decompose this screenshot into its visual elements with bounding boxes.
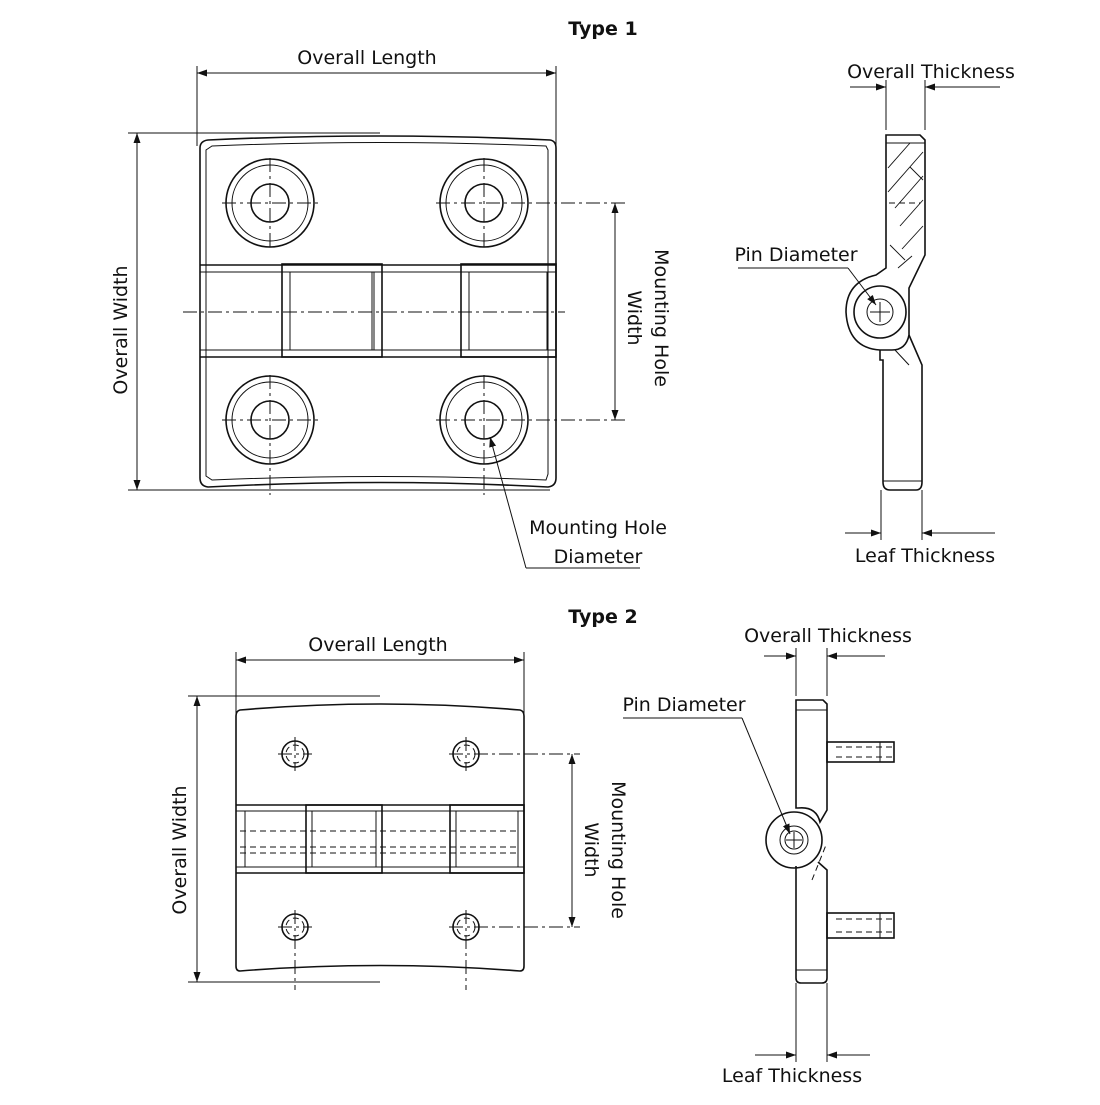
type1-mounting-hole-width-label-line2: Width [623,290,645,345]
type1-hole-bottom-left [222,375,318,495]
type1-mounting-hole-width-label-line1: Mounting Hole [650,249,672,387]
type1-overall-thickness-dimension: Overall Thickness [847,61,1015,130]
type1-mounting-hole-diameter-leader: Mounting Hole Diameter [489,436,667,569]
type1-hole-bottom-right [436,375,625,495]
type1-overall-length-label: Overall Length [297,47,436,69]
type2-mounting-hole-width-dimension: Mounting Hole Width [568,754,629,927]
type2-overall-length-label: Overall Length [308,634,447,656]
type2-hole-bottom-left [278,910,312,990]
type1-overall-length-dimension: Overall Length [196,47,557,146]
type2-pin-diameter-label: Pin Diameter [622,694,745,716]
type2-overall-thickness-label: Overall Thickness [744,625,912,647]
type2-title: Type 2 [568,606,637,628]
type1-title: Type 1 [568,18,637,40]
type1-hole-top-left [222,158,318,248]
type2-hole-bottom-right [449,910,580,990]
type2-side-view [765,699,895,984]
type1-pin-diameter-leader: Pin Diameter [734,244,877,306]
type2-front-view [235,703,580,990]
type1-mounting-hole-width-dimension: Mounting Hole Width [611,203,672,420]
type2-overall-length-dimension: Overall Length [235,634,525,716]
type1-mounting-hole-diameter-label-line2: Diameter [554,546,643,568]
type1-mounting-hole-diameter-label-line1: Mounting Hole [529,517,667,539]
type1-pin-diameter-label: Pin Diameter [734,244,857,266]
type1-leaf-thickness-dimension: Leaf Thickness [845,490,995,567]
type1-front-view [183,135,625,495]
type2-overall-width-dimension: Overall Width [169,695,380,983]
type2-pin-diameter-leader: Pin Diameter [622,694,791,835]
type2-hole-top-left [278,737,312,771]
type1-hole-top-right [436,158,625,248]
type1-leaf-thickness-label: Leaf Thickness [855,545,995,567]
type2-overall-thickness-dimension: Overall Thickness [744,625,912,696]
type2-mounting-hole-width-label-line1: Mounting Hole [607,781,629,919]
type1-overall-thickness-label: Overall Thickness [847,61,1015,83]
type2-leaf-thickness-label: Leaf Thickness [722,1065,862,1087]
type1-side-view [845,134,926,491]
type2-leaf-thickness-dimension: Leaf Thickness [722,983,870,1087]
type2-overall-width-label: Overall Width [169,785,191,914]
type2-hole-top-right [449,737,580,771]
type2-mounting-hole-width-label-line2: Width [580,822,602,877]
type1-overall-width-label: Overall Width [110,265,132,394]
type1-overall-width-dimension: Overall Width [110,132,550,491]
